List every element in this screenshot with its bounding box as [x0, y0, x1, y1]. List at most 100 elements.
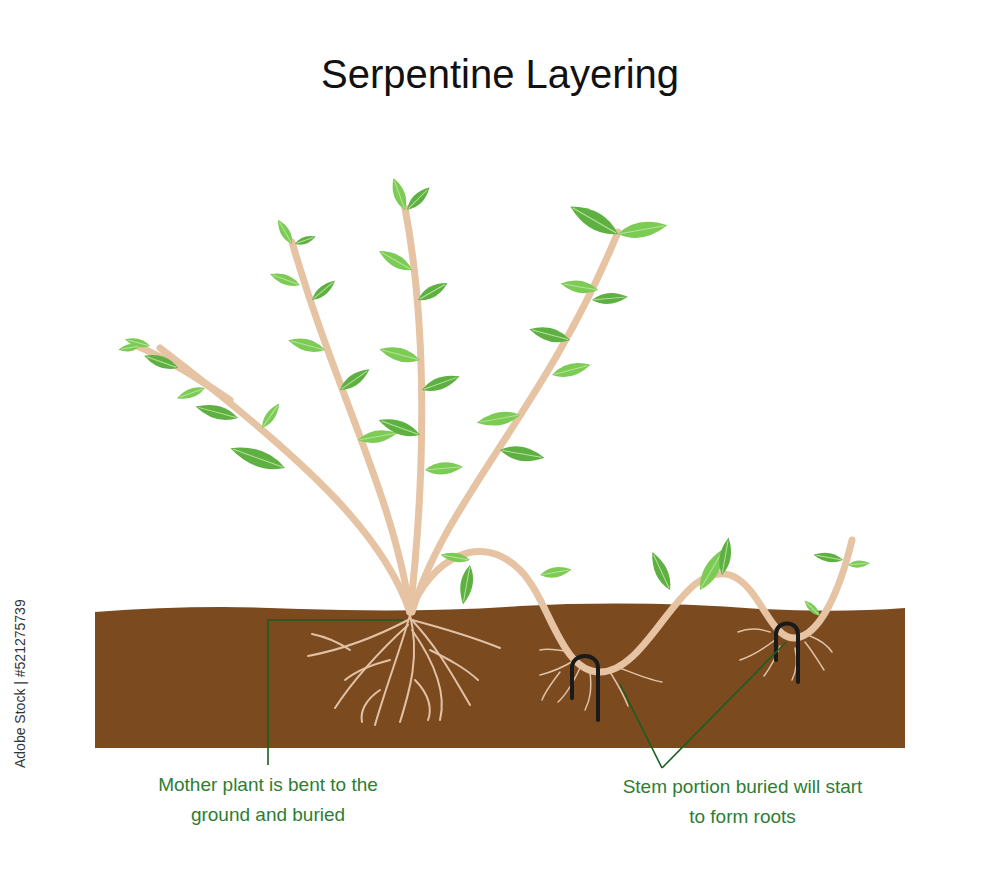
- leaf-midrib: [121, 346, 138, 349]
- leaf-blade: [420, 371, 462, 396]
- leaf-blade: [499, 443, 546, 465]
- leaf: [118, 343, 141, 354]
- leaf-blade: [647, 549, 676, 592]
- leaf-midrib: [807, 603, 819, 615]
- leaf-blade: [550, 359, 592, 381]
- leaf: [647, 549, 676, 592]
- leaf-midrib: [273, 275, 298, 284]
- leaf: [274, 218, 296, 247]
- leaf: [802, 598, 823, 619]
- leaf-midrib: [480, 415, 518, 422]
- leaf-blade: [287, 334, 327, 355]
- leaf-midrib: [701, 551, 723, 588]
- leaf-midrib: [443, 555, 468, 559]
- leaf-midrib: [654, 555, 670, 589]
- leaf: [592, 291, 629, 305]
- soil: [95, 604, 905, 748]
- leaf-blade: [560, 277, 600, 295]
- leaf: [294, 233, 317, 247]
- leaf-midrib: [502, 450, 541, 457]
- pins: [572, 624, 798, 721]
- leaf-blade: [378, 343, 422, 366]
- leaf-midrib: [280, 222, 292, 242]
- leaf-midrib: [542, 570, 569, 575]
- leaf-midrib: [382, 253, 411, 270]
- leaf-blade: [457, 564, 476, 605]
- leaf-blade: [118, 343, 141, 354]
- leaf: [617, 218, 669, 241]
- diagram-title: Serpentine Layering: [321, 52, 679, 97]
- leaf-blade: [528, 323, 572, 346]
- leaf-blade: [403, 184, 433, 214]
- leaf-blade: [294, 233, 317, 247]
- leaf: [424, 461, 463, 476]
- leaf: [848, 560, 871, 569]
- mother-roots: [308, 615, 500, 725]
- leaf: [440, 550, 471, 564]
- leaf-midrib: [342, 371, 367, 389]
- leaf-blade: [592, 291, 629, 305]
- leaf-midrib: [816, 555, 841, 559]
- leaf-midrib: [424, 377, 457, 389]
- leaf: [194, 400, 240, 424]
- leaf-midrib: [360, 434, 394, 440]
- leaf-midrib: [420, 285, 445, 300]
- leader-lines: [268, 620, 786, 768]
- leaf-blade: [194, 400, 240, 424]
- leaf-blade: [717, 537, 734, 576]
- leaf-blade: [539, 565, 572, 580]
- watermark: Adobe Stock | #521275739: [12, 599, 28, 768]
- leaf-blade: [415, 278, 450, 305]
- callout-label: Stem portion buried will start to form r…: [620, 772, 865, 832]
- leaf: [268, 269, 301, 289]
- leaf-midrib: [464, 567, 470, 601]
- leaf-blade: [617, 218, 669, 241]
- leaf-midrib: [198, 407, 236, 417]
- leaf-blade: [476, 409, 522, 429]
- leaf-blade: [388, 176, 410, 212]
- leaf-midrib: [554, 365, 588, 374]
- leaf: [287, 334, 327, 355]
- leaf-blade: [337, 365, 373, 395]
- leaf-blade: [175, 384, 206, 403]
- leaf-midrib: [180, 389, 203, 398]
- leaf-blade: [228, 441, 288, 476]
- leaf: [403, 184, 433, 214]
- leaf: [420, 371, 462, 396]
- leaf-blade: [376, 246, 415, 275]
- leaf: [415, 278, 450, 305]
- leaf-midrib: [594, 297, 625, 300]
- leaves: [118, 176, 870, 618]
- leaf-midrib: [850, 563, 867, 564]
- leaf: [388, 176, 410, 212]
- leaf-midrib: [263, 406, 277, 426]
- leaf: [376, 414, 422, 441]
- leaf: [142, 351, 180, 374]
- leaf: [539, 565, 572, 580]
- leaf-midrib: [381, 421, 418, 434]
- stems: [135, 208, 852, 672]
- leaf-midrib: [408, 189, 427, 208]
- leaf-midrib: [722, 541, 728, 573]
- leaf-midrib: [291, 341, 323, 350]
- leaf: [499, 443, 546, 465]
- leaf: [813, 550, 844, 564]
- leaf-blade: [440, 550, 471, 564]
- leaf: [378, 343, 422, 366]
- leaf: [376, 246, 415, 275]
- leaf: [566, 199, 622, 241]
- leaf-blade: [424, 461, 463, 476]
- leaf-blade: [309, 277, 338, 303]
- leaf-midrib: [564, 284, 596, 290]
- leaf: [228, 441, 288, 476]
- leaf: [457, 564, 476, 605]
- leaf-midrib: [147, 357, 176, 368]
- leaf-blade: [268, 269, 301, 289]
- leaf-midrib: [427, 467, 460, 470]
- leaf-midrib: [620, 226, 664, 234]
- leaf-midrib: [532, 330, 568, 340]
- leaf-blade: [258, 401, 283, 431]
- leaf-midrib: [297, 238, 313, 244]
